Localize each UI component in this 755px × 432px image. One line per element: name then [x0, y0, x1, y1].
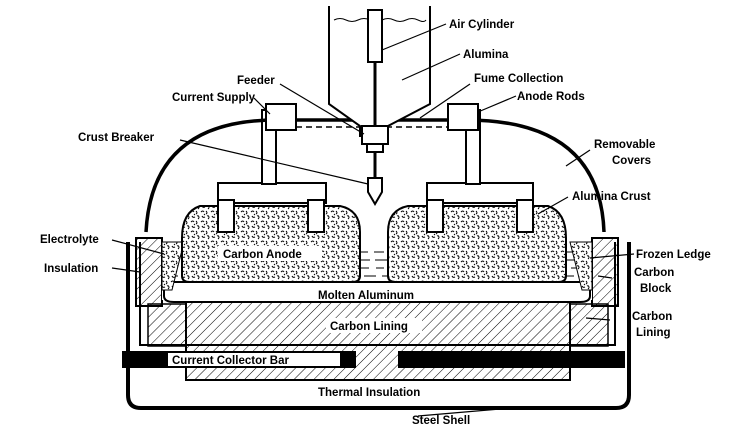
- label-current-collector-bar: Current Collector Bar: [172, 355, 289, 367]
- label-feeder: Feeder: [237, 75, 275, 87]
- carbon-anode-right: [387, 205, 567, 283]
- label-insulation: Insulation: [44, 263, 98, 275]
- side-lining-left: [147, 303, 187, 347]
- label-crust-breaker: Crust Breaker: [78, 132, 155, 144]
- label-carbon-lining-side-line1: Carbon: [632, 311, 672, 323]
- label-frozen-ledge: Frozen Ledge: [636, 249, 711, 261]
- feeder-collar-inner: [366, 143, 384, 153]
- label-removable-covers-line1: Removable: [594, 139, 655, 151]
- carbon-block-right: [591, 237, 619, 307]
- frozen-ledge-left: [161, 241, 185, 291]
- air-cylinder: [367, 9, 383, 63]
- carbon-lining-label-box: [326, 318, 422, 333]
- label-fume-collection: Fume Collection: [474, 73, 563, 85]
- current-collector-bar-right: [398, 351, 625, 368]
- label-carbon-block-line2: Block: [640, 283, 672, 295]
- carbon-anode-label-box: [218, 246, 322, 261]
- label-carbon-lining-side-line2: Lining: [636, 327, 671, 339]
- label-current-supply: Current Supply: [172, 92, 256, 104]
- label-carbon-block-line1: Carbon: [634, 267, 674, 279]
- label-molten-aluminum: Molten Aluminum: [318, 290, 414, 302]
- side-lining-right: [569, 303, 609, 347]
- steel-shell: [126, 242, 631, 410]
- current-supply-block-right: [447, 103, 479, 131]
- anode-yoke-right: [426, 182, 534, 233]
- label-steel-shell: Steel Shell: [412, 415, 470, 427]
- current-supply-block-left: [265, 103, 297, 131]
- label-carbon-lining: Carbon Lining: [330, 321, 408, 333]
- crust-breaker-tip: [367, 177, 383, 206]
- collector-bar-label-box: [168, 353, 340, 366]
- label-alumina-crust: Alumina Crust: [572, 191, 651, 203]
- leader-lines: [111, 23, 635, 417]
- molten-aluminum-pool: [163, 281, 591, 303]
- anode-yoke-left: [217, 182, 327, 233]
- carbon-anode-left: [181, 205, 361, 283]
- label-air-cylinder: Air Cylinder: [449, 19, 515, 31]
- label-alumina: Alumina: [463, 49, 509, 61]
- label-removable-covers-line2: Covers: [612, 155, 651, 167]
- frozen-ledge-right: [569, 241, 593, 291]
- label-carbon-anode: Carbon Anode: [223, 249, 302, 261]
- label-anode-rods: Anode Rods: [517, 91, 585, 103]
- feeder-collar: [361, 125, 389, 145]
- label-thermal-insulation: Thermal Insulation: [318, 387, 420, 399]
- label-electrolyte: Electrolyte: [40, 234, 99, 246]
